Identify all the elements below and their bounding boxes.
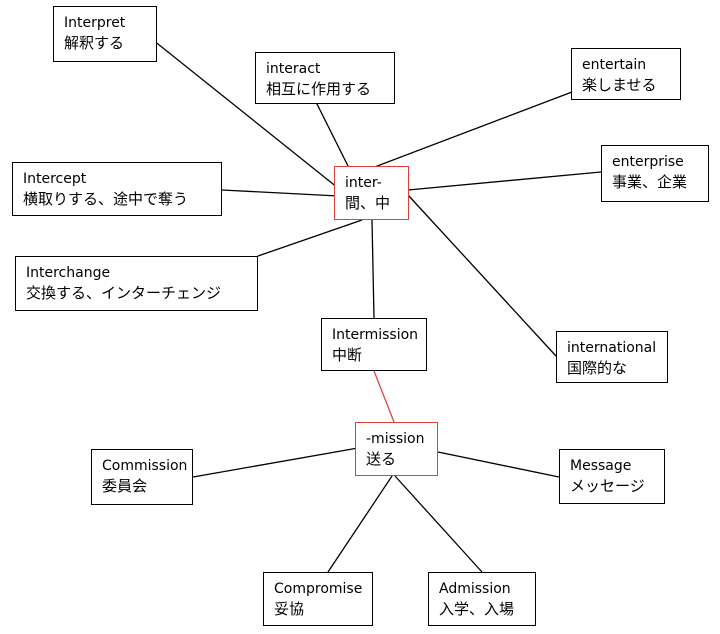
node-interchange: Interchange 交換する、インターチェンジ: [15, 256, 258, 311]
node-intermission-en: Intermission: [332, 327, 419, 343]
edge-inter-interact: [314, 99, 351, 171]
node-inter-root: inter- 間、中: [334, 166, 409, 220]
node-intermission-ja: 中断: [332, 346, 363, 364]
node-international-ja: 国際的な: [567, 359, 628, 377]
node-interpret-en: Interpret: [64, 15, 126, 31]
node-admission: Admission 入学、入場: [428, 572, 536, 626]
edge-mission-message: [437, 451, 560, 478]
node-interpret-ja: 解釈する: [64, 34, 125, 52]
node-message: Message メッセージ: [559, 449, 665, 504]
node-intermission: Intermission 中断: [321, 318, 427, 371]
node-compromise-ja: 妥協: [274, 600, 305, 618]
node-entertain-ja: 楽しませる: [582, 76, 657, 94]
edge-mission-commission: [192, 447, 359, 478]
edge-mission-compromise: [327, 475, 393, 573]
node-intercept: Intercept 横取りする、途中で奪う: [12, 162, 222, 216]
node-compromise: Compromise 妥協: [263, 572, 373, 626]
node-enterprise-ja: 事業、企業: [612, 173, 688, 191]
node-commission-en: Commission: [102, 458, 188, 474]
node-message-en: Message: [570, 458, 632, 474]
node-interchange-ja: 交換する、インターチェンジ: [26, 284, 222, 302]
node-interact: interact 相互に作用する: [255, 52, 395, 104]
edge-inter-international: [407, 194, 557, 357]
edge-inter-enterprise: [407, 171, 602, 191]
edge-inter-intermission: [371, 219, 375, 319]
node-commission: Commission 委員会: [91, 449, 193, 505]
node-mission-root: -mission 送る: [355, 422, 438, 476]
node-interpret: Interpret 解釈する: [53, 6, 157, 62]
node-commission-ja: 委員会: [102, 477, 148, 495]
node-international-en: international: [567, 340, 657, 356]
node-interact-en: interact: [266, 61, 321, 77]
node-interact-ja: 相互に作用する: [266, 80, 372, 98]
edge-inter-intercept: [221, 189, 339, 197]
node-message-ja: メッセージ: [570, 477, 645, 495]
node-mission-ja: 送る: [366, 450, 397, 468]
node-enterprise-en: enterprise: [612, 154, 684, 170]
edge-inter-interpret: [147, 35, 339, 189]
node-inter-en: inter-: [345, 175, 382, 191]
edge-intermission-mission: [373, 370, 395, 423]
node-enterprise: enterprise 事業、企業: [601, 145, 709, 202]
node-mission-en: -mission: [366, 431, 425, 447]
edge-mission-admission: [394, 475, 483, 573]
node-international: international 国際的な: [556, 331, 668, 383]
node-intercept-ja: 横取りする、途中で奪う: [23, 190, 189, 208]
edge-inter-entertain: [371, 91, 573, 169]
node-compromise-en: Compromise: [274, 581, 363, 597]
node-entertain: entertain 楽しませる: [571, 48, 681, 100]
node-admission-en: Admission: [439, 581, 511, 597]
edge-inter-interchange: [257, 219, 363, 257]
node-interchange-en: Interchange: [26, 265, 111, 281]
node-entertain-en: entertain: [582, 57, 647, 73]
node-admission-ja: 入学、入場: [439, 600, 515, 618]
node-inter-ja: 間、中: [345, 194, 391, 212]
node-intercept-en: Intercept: [23, 171, 87, 187]
